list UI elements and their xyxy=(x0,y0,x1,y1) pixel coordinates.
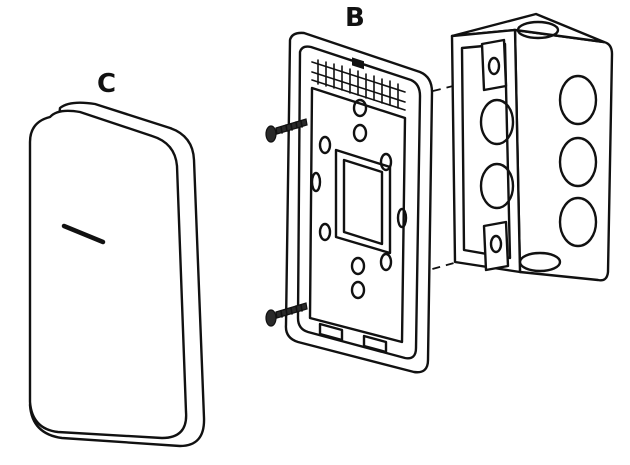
electrical-box-icon xyxy=(450,12,614,282)
mounting-plate-icon xyxy=(284,31,434,374)
screw-icon xyxy=(265,118,308,327)
screw-top xyxy=(265,118,308,143)
label-c: C xyxy=(97,69,116,99)
bottom-tab-left xyxy=(318,322,344,342)
screw-bottom xyxy=(265,302,308,327)
bottom-tab-right xyxy=(362,334,388,354)
box-ear-bottom xyxy=(482,220,510,272)
box-ear-top xyxy=(480,38,508,92)
indicator-slot xyxy=(61,223,106,245)
label-b: B xyxy=(345,3,365,33)
cover-housing-icon xyxy=(28,101,206,448)
